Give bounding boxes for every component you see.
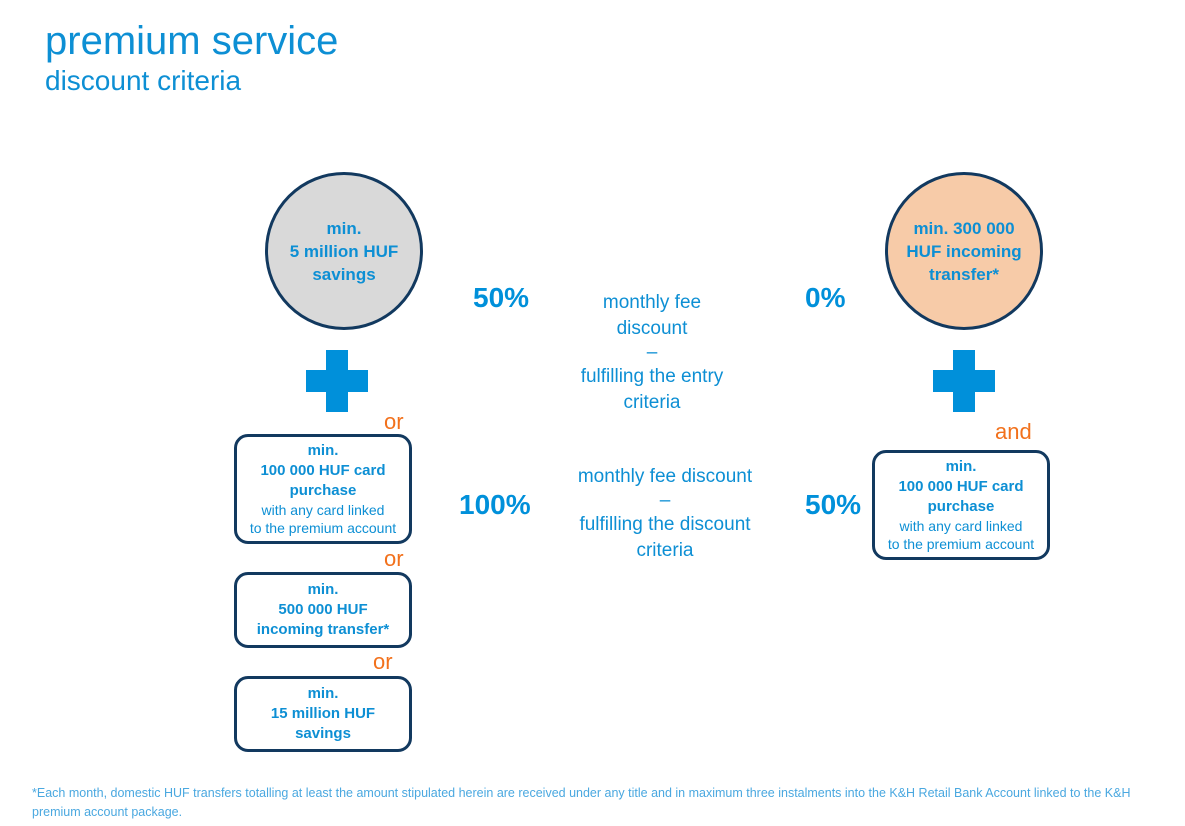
discount-box-line-1: min. [945,458,977,475]
explanation-entry-criteria: monthly fee discount – fulfilling the en… [562,290,742,416]
entry-percent-bottom: 100% [459,489,531,520]
plus-icon [933,350,995,412]
discount-box-note-2: to the premium account [887,536,1035,552]
explanation-discount-criteria: monthly fee discount – fulfilling the di… [541,464,789,564]
explanation-top-line-3: fulfilling the entry [580,366,724,387]
entry-conjunction-or-3: or [373,649,393,674]
entry-circle-line-1: min. [326,218,362,238]
plus-icon-vertical-bar [953,350,975,412]
entry-box-1-line-2: 100 000 HUF card [260,462,386,479]
entry-box-3-line-1: min. [307,685,339,702]
entry-box-2-line-3: incoming transfer* [256,621,390,638]
entry-box-3-line-3: savings [295,725,351,742]
entry-criteria-box-incoming-transfer: min. 500 000 HUF incoming transfer* [234,572,412,648]
discount-percent-bottom: 50% [805,489,862,520]
page-title: premium service [45,19,339,63]
discount-circle-text: min. 300 000 HUF incoming transfer* [896,217,1031,286]
entry-criteria-box-card-purchase: min. 100 000 HUF card purchase with any … [234,434,412,544]
explanation-bottom-line-2: fulfilling the discount [579,514,751,535]
entry-box-3-line-2: 15 million HUF [270,705,376,722]
entry-criteria-box-savings: min. 15 million HUF savings [234,676,412,752]
explanation-top-line-4: criteria [623,392,681,413]
entry-circle-line-2: 5 million HUF [289,241,399,261]
entry-box-1-line-3: purchase [289,482,357,499]
entry-percent-top: 50% [473,282,530,313]
entry-box-1-line-1: min. [307,442,339,459]
discount-circle-line-3: transfer* [929,264,999,284]
footnote-text: *Each month, domestic HUF transfers tota… [32,786,1131,819]
explanation-top-line-2: discount [616,318,688,339]
entry-circle-text: min. 5 million HUF savings [280,217,409,286]
discount-conjunction-and: and [995,419,1032,444]
discount-circle-line-2: HUF incoming [906,241,1022,261]
entry-criteria-circle: min. 5 million HUF savings [265,172,423,330]
explanation-top-dash: – [646,342,658,363]
explanation-bottom-line-3: criteria [636,540,694,561]
entry-conjunction-or-2: or [384,546,404,571]
page-subtitle: discount criteria [45,65,242,96]
plus-icon [306,350,368,412]
plus-icon-vertical-bar [326,350,348,412]
explanation-top-line-1: monthly fee [602,292,702,313]
discount-criteria-box-card-purchase: min. 100 000 HUF card purchase with any … [872,450,1050,560]
discount-box-line-3: purchase [927,498,995,515]
entry-box-1-note-1: with any card linked [261,502,385,518]
discount-circle-line-1: min. 300 000 [913,218,1015,238]
discount-percent-top: 0% [805,282,846,313]
entry-box-2-line-1: min. [307,581,339,598]
discount-box-note-1: with any card linked [899,518,1023,534]
entry-box-1-note-2: to the premium account [249,520,397,536]
discount-box-line-2: 100 000 HUF card [898,478,1024,495]
page-title-block: premium service discount criteria [45,18,338,98]
entry-conjunction-or-1: or [384,409,404,434]
entry-box-2-line-2: 500 000 HUF [278,601,368,618]
discount-criteria-circle: min. 300 000 HUF incoming transfer* [885,172,1043,330]
explanation-bottom-line-1: monthly fee discount [577,466,753,487]
entry-circle-line-3: savings [312,264,376,284]
explanation-bottom-dash: – [659,490,671,511]
